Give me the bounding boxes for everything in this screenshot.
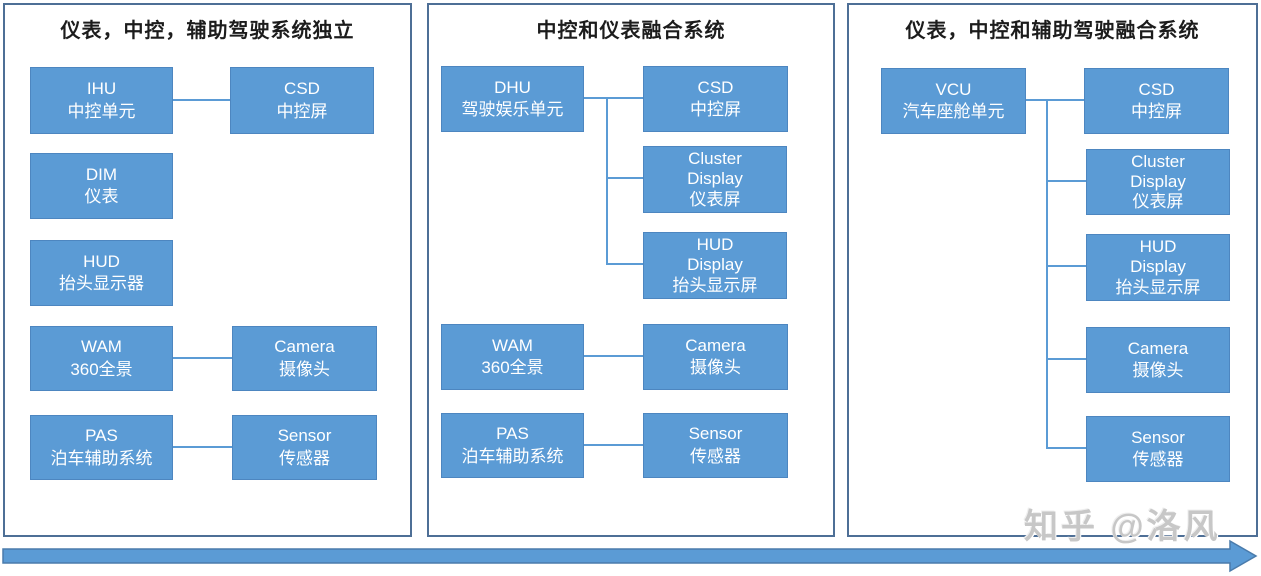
connector-line — [1046, 447, 1086, 449]
connector-line — [173, 446, 232, 448]
box-label: Camera — [1127, 338, 1189, 358]
box-label: 传感器 — [279, 448, 330, 468]
box-label: 仪表屏 — [1132, 192, 1184, 212]
box-label: 仪表 — [84, 187, 119, 206]
box-pas: PAS 泊车辅助系统 — [30, 415, 173, 480]
box-label: 中控屏 — [690, 100, 741, 119]
box-label: Cluster — [688, 149, 742, 169]
box-dhu: DHU 驾驶娱乐单元 — [441, 66, 584, 132]
connector-line — [173, 357, 232, 359]
box-wam: WAM 360全景 — [441, 324, 584, 390]
box-sensor: Sensor 传感器 — [232, 415, 377, 480]
box-label: 抬头显示屏 — [1115, 277, 1201, 297]
connector-line — [584, 97, 643, 99]
box-label: Cluster — [1131, 151, 1185, 171]
box-label: CSD — [284, 79, 320, 99]
box-label: 360全景 — [70, 359, 133, 379]
panel-independent-systems: 仪表，中控，辅助驾驶系统独立 IHU 中控单元 CSD 中控屏 DIM 仪表 H… — [3, 3, 412, 537]
connector-line — [606, 177, 643, 179]
connector-line — [606, 263, 643, 265]
box-label: PAS — [496, 424, 529, 444]
box-wam: WAM 360全景 — [30, 326, 173, 391]
box-label: 抬头显示屏 — [672, 275, 758, 295]
connector-trunk — [606, 97, 608, 265]
box-label: HUD — [83, 251, 120, 271]
box-label: Sensor — [688, 424, 743, 444]
box-csd: CSD 中控屏 — [1084, 68, 1229, 134]
box-label: IHU — [86, 79, 117, 99]
box-cluster-display: Cluster Display 仪表屏 — [1086, 149, 1230, 215]
box-label: 传感器 — [1132, 450, 1184, 469]
connector-line — [1026, 99, 1084, 101]
connector-line — [1046, 180, 1086, 182]
box-hud: HUD 抬头显示器 — [30, 240, 173, 306]
box-camera: Camera 摄像头 — [643, 324, 788, 390]
connector-trunk — [1046, 99, 1048, 449]
box-label: HUD — [696, 235, 734, 255]
box-sensor: Sensor 传感器 — [643, 413, 788, 478]
box-hud-display: HUD Display 抬头显示屏 — [643, 232, 787, 299]
panel-csd-cluster-fused: 中控和仪表融合系统 DHU 驾驶娱乐单元 CSD 中控屏 Cluster Dis… — [427, 3, 835, 537]
box-label: Sensor — [277, 426, 332, 446]
box-label: WAM — [81, 337, 122, 357]
box-label: 摄像头 — [279, 359, 330, 379]
box-hud-display: HUD Display 抬头显示屏 — [1086, 234, 1230, 301]
box-camera: Camera 摄像头 — [1086, 327, 1230, 393]
panel-fully-fused: 仪表，中控和辅助驾驶融合系统 VCU 汽车座舱单元 CSD 中控屏 Cluste… — [847, 3, 1258, 537]
box-ihu: IHU 中控单元 — [30, 67, 173, 134]
box-pas: PAS 泊车辅助系统 — [441, 413, 584, 478]
box-label: Display — [1130, 171, 1186, 191]
connector-line — [584, 444, 643, 446]
connector-line — [584, 355, 643, 357]
box-label: 中控单元 — [67, 101, 136, 121]
connector-line — [1046, 265, 1086, 267]
box-label: 泊车辅助系统 — [461, 446, 564, 466]
box-label: VCU — [935, 79, 972, 99]
box-vcu: VCU 汽车座舱单元 — [881, 68, 1026, 134]
box-label: 中控屏 — [276, 101, 328, 121]
box-csd: CSD 中控屏 — [230, 67, 374, 134]
box-label: Camera — [274, 337, 335, 357]
box-label: 中控屏 — [1131, 102, 1182, 121]
box-label: PAS — [85, 426, 118, 446]
box-cluster-display: Cluster Display 仪表屏 — [643, 146, 787, 213]
connector-line — [173, 99, 231, 101]
box-label: Display — [687, 255, 743, 275]
box-label: Display — [1130, 257, 1186, 277]
box-label: WAM — [492, 335, 533, 355]
box-sensor: Sensor 传感器 — [1086, 416, 1230, 482]
box-label: 仪表屏 — [689, 189, 741, 209]
box-camera: Camera 摄像头 — [232, 326, 377, 391]
timeline-arrow — [2, 539, 1258, 573]
box-label: 传感器 — [690, 446, 741, 466]
box-label: 驾驶娱乐单元 — [461, 100, 564, 119]
panel-title: 中控和仪表融合系统 — [536, 20, 726, 42]
box-dim: DIM 仪表 — [30, 153, 173, 219]
box-label: CSD — [1138, 79, 1175, 99]
connector-line — [1046, 358, 1086, 360]
box-csd: CSD 中控屏 — [643, 66, 788, 132]
box-label: Sensor — [1131, 427, 1185, 447]
box-label: DIM — [85, 164, 118, 184]
panel-title: 仪表，中控，辅助驾驶系统独立 — [60, 20, 355, 42]
box-label: 摄像头 — [1132, 361, 1184, 380]
panel-title: 仪表，中控和辅助驾驶融合系统 — [905, 20, 1200, 42]
watermark-zhihu: 知乎 @洛风 — [1024, 508, 1221, 546]
box-label: 汽车座舱单元 — [902, 102, 1005, 121]
box-label: 泊车辅助系统 — [50, 448, 153, 468]
box-label: DHU — [494, 77, 531, 97]
box-label: Camera — [685, 335, 746, 355]
box-label: CSD — [697, 77, 734, 97]
box-label: HUD — [1139, 237, 1177, 257]
box-label: 摄像头 — [690, 358, 741, 377]
box-label: 抬头显示器 — [59, 274, 144, 293]
box-label: 360全景 — [481, 358, 544, 377]
box-label: Display — [687, 169, 743, 189]
